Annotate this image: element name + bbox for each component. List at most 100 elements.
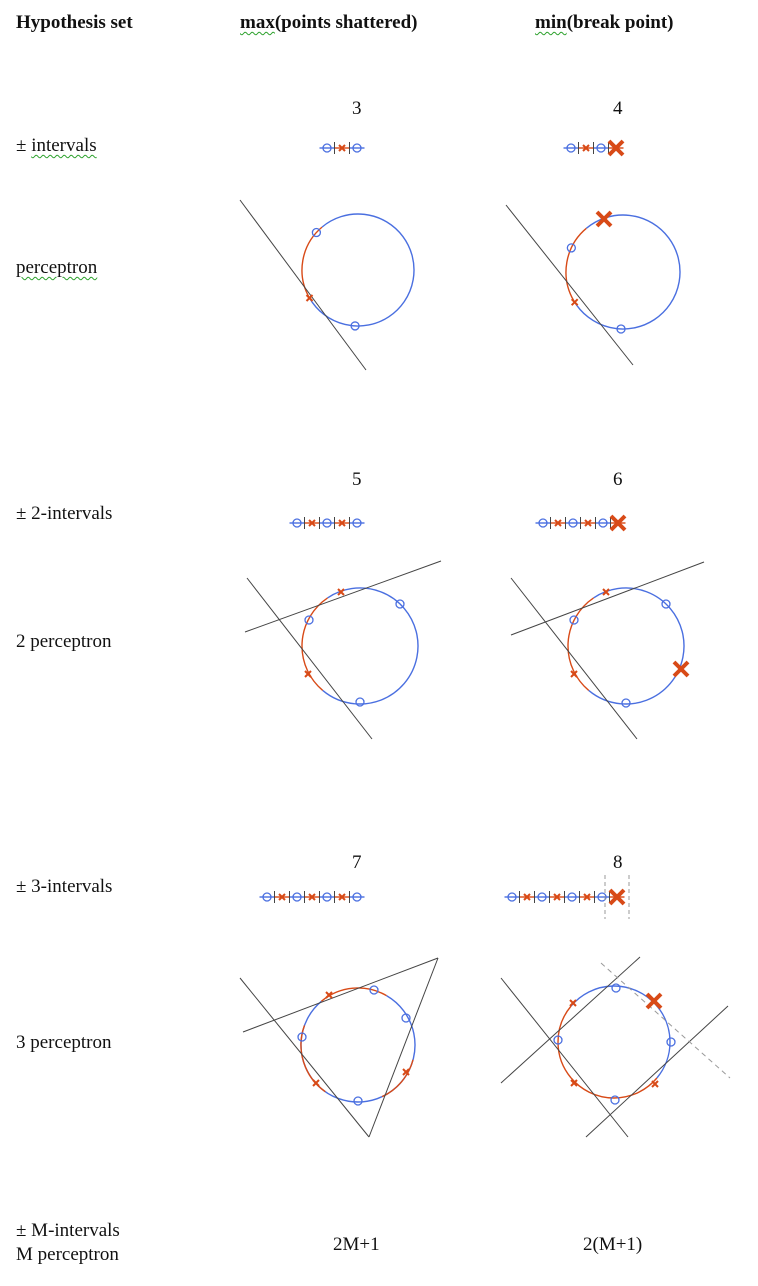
interval-point-o <box>567 892 577 902</box>
circle-arc-positive <box>570 985 657 1007</box>
positive-point-o <box>616 324 626 334</box>
decision-line <box>500 977 629 1138</box>
circle-arc-positive <box>593 587 685 705</box>
decision-line <box>244 560 442 633</box>
cross-stroke <box>338 144 346 152</box>
interval-point-o <box>352 518 362 528</box>
interval-point-o <box>566 143 576 153</box>
cross-stroke <box>553 893 561 901</box>
max-value-2-intervals: 5 <box>352 469 362 490</box>
interval-point-o <box>537 892 547 902</box>
negative-point-x <box>651 1080 659 1088</box>
label-intervals-sign: ± <box>16 135 32 156</box>
interval-diagram-1-max <box>319 142 365 154</box>
cross-stroke <box>609 514 627 532</box>
perceptron-diagram-1-max <box>239 199 415 371</box>
interval-point-o <box>597 892 607 902</box>
break-point-x <box>645 992 663 1010</box>
circle-arc-positive <box>327 587 419 705</box>
interval-point-o <box>322 518 332 528</box>
negative-point-x <box>569 999 577 1007</box>
negative-point-x <box>325 991 333 999</box>
max-value-intervals: 3 <box>352 98 362 119</box>
circle-arc-negative <box>557 1005 572 1079</box>
circle-arc-negative <box>567 597 594 691</box>
min-value-general: 2(M+1) <box>583 1234 643 1255</box>
header-min-word: min <box>535 12 567 33</box>
negative-point-x <box>312 1079 320 1087</box>
positive-point-o <box>661 599 671 609</box>
decision-line <box>239 977 370 1138</box>
header-max-points-shattered: max(points shattered) <box>240 12 418 34</box>
cross-stroke <box>304 670 312 678</box>
interval-point-o <box>322 892 332 902</box>
max-value-3-intervals: 7 <box>352 852 362 873</box>
positive-point-o <box>566 243 576 253</box>
interval-point-o <box>568 518 578 528</box>
negative-point-x <box>337 588 345 596</box>
cross-stroke <box>523 893 531 901</box>
negative-point-x <box>305 294 314 302</box>
cross-stroke <box>308 519 316 527</box>
label-intervals: ± intervals <box>16 135 97 157</box>
perceptron-diagram-1-min <box>505 204 681 366</box>
cross-stroke <box>305 294 314 302</box>
perceptron-diagram-2-min <box>510 561 705 740</box>
interval-point-o <box>292 518 302 528</box>
label-2-perceptron: 2 perceptron <box>16 631 112 652</box>
positive-point-o <box>610 1095 620 1105</box>
positive-point-o <box>353 1096 363 1106</box>
cross-stroke <box>554 519 562 527</box>
cross-stroke <box>595 210 613 228</box>
perceptron-diagram-3-min <box>500 956 731 1138</box>
break-point-x <box>672 660 690 678</box>
negative-point-x <box>570 298 579 306</box>
positive-point-o <box>355 697 365 707</box>
interval-point-x <box>523 893 531 901</box>
decision-line <box>368 957 439 1138</box>
break-point-x <box>595 210 613 228</box>
cross-stroke <box>608 888 626 906</box>
cross-stroke <box>312 1079 320 1087</box>
perceptron-diagram-3-max <box>239 957 439 1138</box>
break-point-x <box>609 514 627 532</box>
cross-stroke <box>325 991 333 999</box>
positive-point-o <box>304 615 314 625</box>
interval-point-x <box>583 893 591 901</box>
positive-point-o <box>311 227 322 238</box>
interval-point-o <box>507 892 517 902</box>
break-point-x <box>608 888 626 906</box>
interval-point-x <box>553 893 561 901</box>
interval-point-o <box>292 892 302 902</box>
decision-line <box>242 957 439 1033</box>
label-2-intervals: ± 2-intervals <box>16 503 113 524</box>
cross-stroke <box>337 588 345 596</box>
interval-point-o <box>262 892 272 902</box>
negative-point-x <box>402 1068 410 1076</box>
circle-arc-positive <box>655 1004 671 1079</box>
cross-stroke <box>338 893 346 901</box>
cross-stroke <box>569 999 577 1007</box>
negative-point-x <box>570 670 578 678</box>
positive-point-o <box>297 1032 307 1042</box>
interval-diagram-3-min <box>504 875 630 919</box>
cross-stroke <box>402 1068 410 1076</box>
header-min-break-point: min(break point) <box>535 12 674 34</box>
positive-point-o <box>350 321 360 331</box>
circle-arc-positive <box>588 689 622 705</box>
circle-arc-negative <box>565 227 587 301</box>
interval-point-x <box>338 144 346 152</box>
decision-line <box>500 956 641 1084</box>
interval-point-o <box>598 518 608 528</box>
decision-line <box>239 199 367 371</box>
cross-stroke <box>308 893 316 901</box>
cross-stroke <box>607 139 625 157</box>
cross-stroke <box>582 144 590 152</box>
label-intervals-word: intervals <box>31 135 97 156</box>
circle-arc-negative <box>300 1025 326 1093</box>
decision-line <box>505 204 634 366</box>
cross-stroke <box>278 893 286 901</box>
interval-point-o <box>352 143 362 153</box>
positive-point-o <box>553 1035 563 1045</box>
header-hypothesis-set: Hypothesis set <box>16 12 133 33</box>
